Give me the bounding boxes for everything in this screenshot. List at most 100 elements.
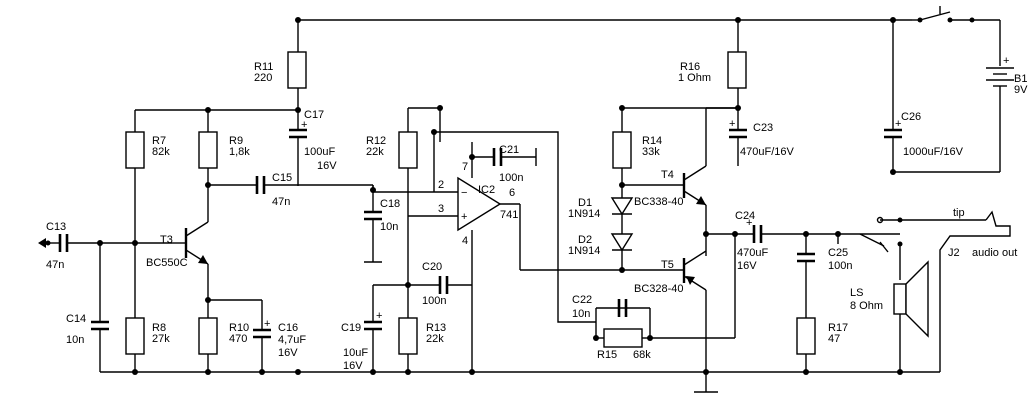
ic2-ref: IC2 [478,184,495,196]
b1-value: 9V [1014,84,1028,96]
c17-polarity: + [301,119,307,131]
t4-value: BC338-40 [634,196,684,208]
c26-polarity: + [895,118,901,130]
r12: R12 22k [366,107,440,318]
r10: R10 470 [198,299,262,372]
c19: + C19 10uF 16V [341,284,440,372]
input-terminal [38,238,60,248]
t5-ref: T5 [661,259,674,271]
supply-rail [297,19,912,130]
c13-value: 47n [46,259,64,271]
c25-value: 100n [828,260,852,272]
c14: C14 10n [66,243,109,372]
c16-voltage: 16V [278,347,298,359]
c24-polarity: + [746,217,752,229]
ic2-pin6: 6 [509,187,515,199]
c20-value: 100n [422,295,446,307]
r8-value: 27k [152,333,170,345]
ls-ref: LS [850,287,863,299]
r15-ref: R15 [597,349,617,361]
t4-ref: T4 [661,169,674,181]
r12-value: 22k [366,146,384,158]
c25: C25 100n [797,234,852,318]
c24: + C24 470uF 16V [735,210,900,272]
r7: R7 82k [125,110,170,318]
c24-value: 470uF [737,247,768,259]
r9-value: 1,8k [229,146,250,158]
power-switch [912,6,1001,66]
ic2-value: 741 [500,209,518,221]
t3-value: BC550C [146,257,188,269]
j2-ref: J2 [948,247,960,259]
t4: T4 BC338-40 [634,107,738,256]
t5-value: BC328-40 [634,283,684,295]
c20-ref: C20 [422,261,442,273]
r11-value: 220 [254,72,272,84]
loudspeaker-ls: LS 8 Ohm [850,260,929,372]
r12-ref: R12 [366,135,386,147]
r17-value: 47 [828,333,840,345]
ic2-pin7: 7 [462,161,468,173]
c16-polarity: + [264,318,270,330]
c19-value: 10uF [343,347,368,359]
c21-ref: C21 [499,144,519,156]
b1-polarity: + [1003,55,1009,67]
r15-value: 68k [633,349,651,361]
r8-ref: R8 [152,322,166,334]
c23-ref: C23 [753,122,773,134]
c18: C18 10n [364,185,400,263]
r8: R8 27k [125,317,170,372]
r17-ref: R17 [828,322,848,334]
d2-ref: D2 [578,234,592,246]
r7-ref: R7 [152,135,166,147]
c16-ref: C16 [278,322,298,334]
r16-value: 1 Ohm [678,72,711,84]
r9: R9 1,8k [198,110,250,185]
c26: + C26 1000uF/16V [884,111,964,172]
r17: R17 47 [796,317,848,372]
jack-tip-label: tip [953,207,965,219]
c17-voltage: 16V [317,160,337,172]
c18-ref: C18 [380,198,400,210]
c20: C20 100n [422,261,472,307]
c17: + C17 100uF 16V [289,109,337,186]
t3-ref: T3 [160,234,173,246]
b1-ref: B1 [1014,73,1027,85]
d1-ref: D1 [578,197,592,209]
c22-ref: C22 [572,294,592,306]
c15-ref: C15 [272,172,292,184]
j2: J2 audio out [939,210,1017,372]
c21-value: 100n [499,172,523,184]
ground-rail [100,371,940,393]
c14-value: 10n [66,334,84,346]
ic2-pin2: 2 [438,179,444,191]
r10-value: 470 [229,333,247,345]
c26-value: 1000uF/16V [903,146,964,158]
feedback-loop [434,131,596,323]
c14-ref: C14 [66,313,86,325]
r7-value: 82k [152,146,170,158]
junction-dots [97,17,903,375]
r16: R16 1 Ohm [678,51,747,108]
c24-ref: C24 [735,210,755,222]
c25-ref: C25 [828,247,848,259]
r14-value: 33k [642,146,660,158]
c24-voltage: 16V [737,260,757,272]
ic2-plus: + [461,211,467,223]
r13-value: 22k [426,333,444,345]
r11-ref: R11 [254,61,273,73]
ic2-pin3: 3 [438,203,444,215]
ls-value: 8 Ohm [850,300,883,312]
c15-value: 47n [272,196,290,208]
ic2: − + 7 2 3 6 4 IC2 741 [373,161,684,271]
c17-value: 100uF [304,146,335,158]
r13-ref: R13 [426,322,446,334]
c15: C15 47n [208,172,374,208]
t5: T5 BC328-40 [634,250,707,372]
c22-value: 10n [572,308,590,320]
c19-voltage: 16V [343,360,363,372]
c23-value: 470uF/16V [740,146,794,158]
c18-value: 10n [380,221,398,233]
c23: + C23 470uF/16V [729,108,794,166]
